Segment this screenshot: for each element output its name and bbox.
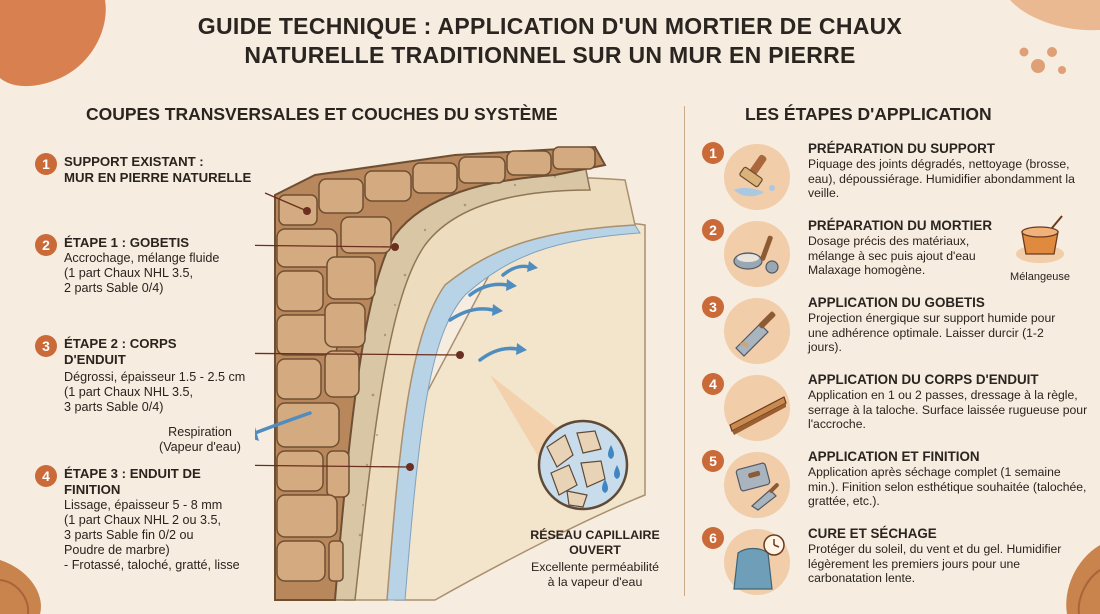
step-body-3: Projection énergique sur support humide … [808,311,1056,354]
right-section-title: LES ÉTAPES D'APPLICATION [745,104,992,124]
corner-blob-top-left [0,0,106,87]
layer-body-gobetis: Accrochage, mélange fluide (1 part Chaux… [64,251,220,295]
layer-body-finition: Lissage, épaisseur 5 - 8 mm (1 part Chau… [64,498,240,572]
vapor-arrow [448,307,495,322]
layer-badge-1: 1 [35,153,57,175]
step-heading-4: APPLICATION DU CORPS D'ENDUIT [808,372,1039,387]
step-heading-5: APPLICATION ET FINITION [808,449,980,464]
step-2: 2 PRÉPARATION DU MORTIER Dosage précis d… [700,217,1090,293]
step-badge-5: 5 [702,450,724,472]
title-line-1: GUIDE TECHNIQUE : APPLICATION D'UN MORTI… [197,13,903,39]
step-body-4: Application en 1 ou 2 passes, dressage à… [808,388,1088,431]
step-heading-6: CURE ET SÉCHAGE [808,526,937,541]
step-badge-4: 4 [702,373,724,395]
step-badge-3: 3 [702,296,724,318]
step-3: 3 APPLICATION DU GOBETIS Projection éner… [700,294,1090,370]
step-text-1: PRÉPARATION DU SUPPORT Piquage des joint… [808,140,1078,201]
wall-cross-section [255,145,646,601]
step-text-4: APPLICATION DU CORPS D'ENDUIT Applicatio… [808,371,1088,432]
layer-badge-2: 2 [35,234,57,256]
step-body-6: Protéger du soleil, du vent et du gel. H… [808,542,1062,585]
mixer-icon [1016,215,1064,263]
step-heading-3: APPLICATION DU GOBETIS [808,295,985,310]
capillary-network-callout: RÉSEAU CAPILLAIRE OUVERT Excellente perm… [510,528,680,590]
capillary-network-body: Excellente perméabilité à la vapeur d'ea… [530,560,660,589]
respiration-label: Respiration (Vapeur d'eau) [159,425,241,454]
layer-heading-support: SUPPORT EXISTANT : MUR EN PIERRE NATUREL… [64,154,252,185]
layer-label-support: SUPPORT EXISTANT : MUR EN PIERRE NATUREL… [64,154,284,186]
page-title: GUIDE TECHNIQUE : APPLICATION D'UN MORTI… [120,12,980,70]
brush-icon [724,144,790,210]
capillary-network-heading: RÉSEAU CAPILLAIRE OUVERT [530,528,660,557]
layer-heading-gobetis: ÉTAPE 1 : GOBETIS [64,235,190,250]
mixing-tools-icon [724,221,790,287]
trowel-icon [724,298,790,364]
step-heading-2: PRÉPARATION DU MORTIER [808,218,992,233]
cover-clock-icon [724,529,790,595]
layer-heading-finition: ÉTAPE 3 : ENDUIT DE FINITION [64,466,201,497]
step-text-3: APPLICATION DU GOBETIS Projection énergi… [808,294,1078,355]
step-body-1: Piquage des joints dégradés, nettoyage (… [808,157,1075,200]
section-divider [684,106,685,596]
mixer-label: Mélangeuse [1010,271,1070,283]
leaf-decoration-bottom-left [0,560,41,614]
vapor-arrow [478,346,519,362]
layer-body-corps: Dégrossi, épaisseur 1.5 - 2.5 cm (1 part… [64,370,246,414]
float-icon [724,452,790,518]
step-text-6: CURE ET SÉCHAGE Protéger du soleil, du v… [808,525,1078,586]
step-5: 5 APPLICATION ET FINITION Application ap… [700,448,1090,524]
step-body-2: Dosage précis des matériaux, mélange à s… [808,234,976,277]
step-text-5: APPLICATION ET FINITION Application aprè… [808,448,1088,509]
corner-blob-top-right [1010,0,1100,74]
step-badge-6: 6 [702,527,724,549]
step-6: 6 CURE ET SÉCHAGE Protéger du soleil, du… [700,525,1090,601]
layer-label-finition: ÉTAPE 3 : ENDUIT DE FINITION Lissage, ép… [64,466,279,573]
layer-label-gobetis: ÉTAPE 1 : GOBETIS Accrochage, mélange fl… [64,235,274,296]
step-badge-1: 1 [702,142,724,164]
vapor-arrow [501,264,531,277]
step-heading-1: PRÉPARATION DU SUPPORT [808,141,995,156]
ruler-icon [724,375,790,441]
step-body-5: Application après séchage complet (1 sem… [808,465,1087,508]
step-text-2: PRÉPARATION DU MORTIER Dosage précis des… [808,217,1013,278]
vapor-arrow [468,282,509,297]
step-1: 1 PRÉPARATION DU SUPPORT Piquage des joi… [700,140,1090,216]
layer-heading-corps: ÉTAPE 2 : CORPS D'ENDUIT [64,336,177,367]
step-badge-2: 2 [702,219,724,241]
left-section-title: COUPES TRANSVERSALES ET COUCHES DU SYSTÈ… [86,104,558,124]
step-4: 4 APPLICATION DU CORPS D'ENDUIT Applicat… [700,371,1090,447]
layer-badge-4: 4 [35,465,57,487]
layer-label-corps: ÉTAPE 2 : CORPS D'ENDUIT Dégrossi, épais… [64,336,279,415]
title-line-2: NATURELLE TRADITIONNEL SUR UN MUR EN PIE… [244,42,856,68]
layer-badge-3: 3 [35,335,57,357]
